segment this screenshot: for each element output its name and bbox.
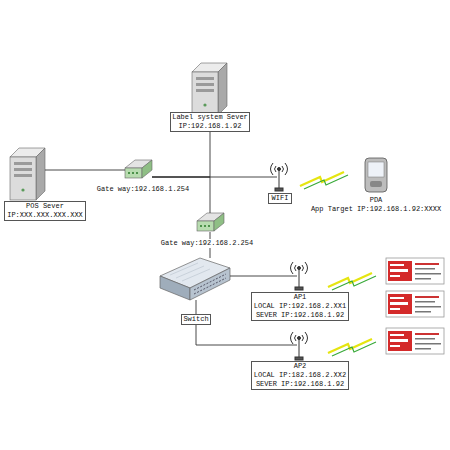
- label-frame: AP2LOCAL IP:182.168.2.XX2SEVER IP:192.16…: [251, 361, 349, 390]
- router-icon: [125, 160, 152, 178]
- node-detail: LOCAL IP:182.168.2.XX2: [252, 371, 348, 380]
- pda-icon: [365, 158, 387, 192]
- node-title: POS Sever: [5, 202, 85, 211]
- shelf-label: [386, 258, 444, 284]
- network-link: [230, 276, 297, 277]
- server-icon: [192, 63, 227, 115]
- label-block: PDAApp Target IP:192.168.1.92:XXXX: [308, 196, 444, 214]
- switch-node: Switch: [160, 258, 230, 300]
- network-link: [152, 177, 210, 213]
- server-node: Label system SeverIP:192.168.1.92: [172, 63, 248, 131]
- ap-node: AP2LOCAL IP:182.168.2.XX2SEVER IP:192.16…: [297, 332, 301, 358]
- label-block: Gate way:192.168.2.254: [157, 239, 257, 248]
- label-block: Gate way:192.168.1.254: [93, 185, 193, 194]
- ap-node: AP1LOCAL IP:192.168.2.XX1SEVER IP:192.16…: [297, 262, 301, 290]
- node-detail: SEVER IP:192.168.1.92: [252, 311, 348, 320]
- node-title: WIFI: [269, 194, 291, 203]
- label-frame: Switch: [181, 314, 211, 325]
- server-node: POS SeverIP:XXX.XXX.XXX.XXX: [10, 148, 45, 200]
- node-title: PDA: [308, 196, 444, 205]
- antenna-icon: [291, 332, 308, 360]
- node-title: Label system Sever: [171, 113, 249, 122]
- gateway-node: Gate way:192.168.2.254: [197, 213, 223, 232]
- gateway-node: Gate way:192.168.1.254: [125, 160, 152, 180]
- network-link: [45, 170, 125, 171]
- router-icon: [197, 213, 224, 231]
- switch-icon: [160, 258, 230, 300]
- server-icon: [10, 148, 45, 200]
- node-title: Gate way:192.168.1.254: [93, 185, 193, 194]
- node-title: Switch: [182, 315, 210, 324]
- wireless-bolt: [328, 273, 376, 290]
- shelf-label: [386, 328, 444, 354]
- wireless-bolt: [300, 172, 348, 189]
- shelf-label: [386, 291, 444, 317]
- node-detail: IP:XXX.XXX.XXX.XXX: [5, 211, 85, 220]
- node-title: AP1: [252, 293, 348, 302]
- node-detail: IP:192.168.1.92: [171, 122, 249, 131]
- node-detail: LOCAL IP:192.168.2.XX1: [252, 302, 348, 311]
- wireless-bolt: [328, 339, 376, 356]
- wifi-node: WIFI: [277, 163, 281, 191]
- pda-node: PDAApp Target IP:192.168.1.92:XXXX: [365, 158, 387, 192]
- node-title: Gate way:192.168.2.254: [157, 239, 257, 248]
- label-frame: POS SeverIP:XXX.XXX.XXX.XXX: [4, 201, 86, 221]
- node-title: AP2: [252, 362, 348, 371]
- node-detail: App Target IP:192.168.1.92:XXXX: [308, 205, 444, 214]
- label-frame: Label system SeverIP:192.168.1.92: [170, 112, 250, 132]
- network-link: [152, 131, 210, 177]
- label-frame: AP1LOCAL IP:192.168.2.XX1SEVER IP:192.16…: [251, 292, 349, 321]
- label-frame: WIFI: [268, 193, 292, 204]
- node-detail: SEVER IP:192.168.1.92: [252, 380, 348, 389]
